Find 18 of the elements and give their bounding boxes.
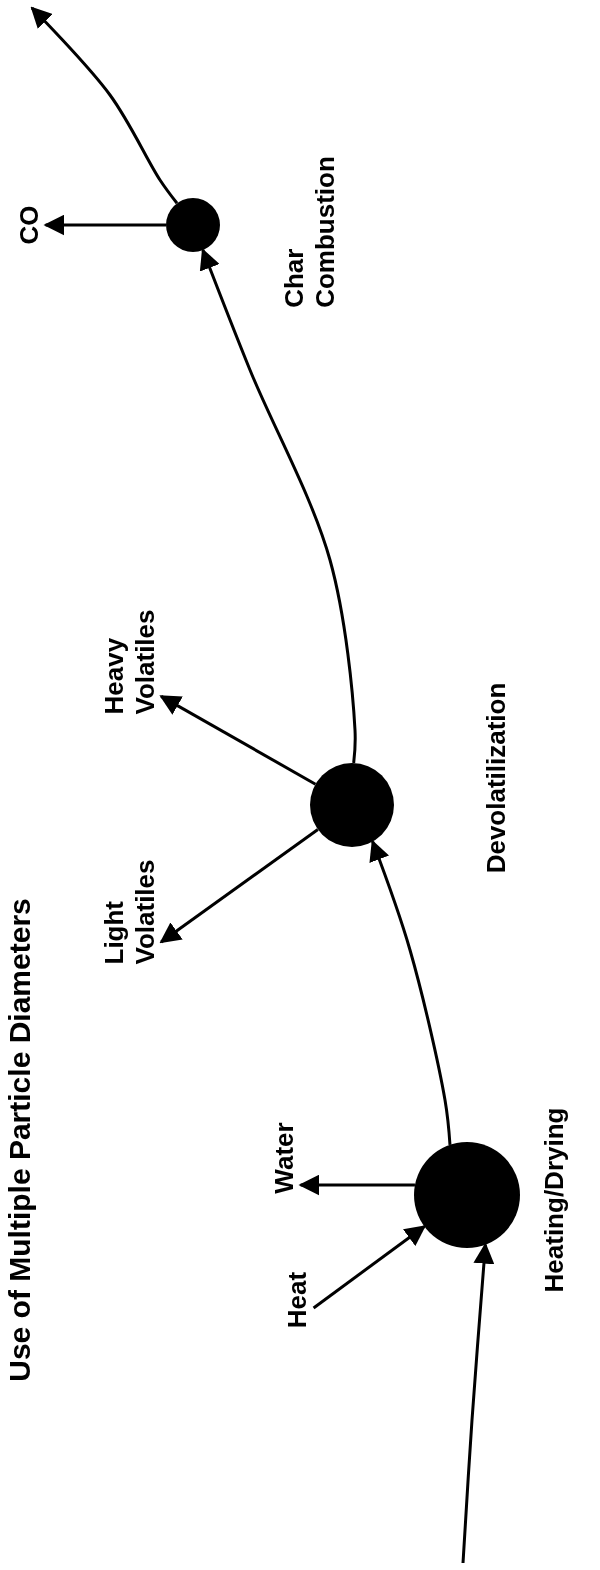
product-label: Heat <box>282 1271 314 1329</box>
arrow <box>312 1225 426 1310</box>
diagram-title: Use of Multiple Particle Diameters <box>2 898 37 1382</box>
arrow <box>159 695 317 786</box>
stage-label: Char Combustion <box>278 156 341 308</box>
arrow <box>199 248 357 764</box>
product-label: Water <box>269 1122 301 1194</box>
product-label: Heavy Volatiles <box>98 609 161 715</box>
arrow <box>461 1242 495 1564</box>
arrow <box>298 1174 415 1196</box>
arrow <box>369 839 452 1145</box>
product-label: CO <box>14 205 46 245</box>
stage-label: Devolatilization <box>481 682 513 874</box>
arrow <box>43 214 166 236</box>
product-label: Light Volatiles <box>98 859 161 965</box>
stage-label: Heating/Drying <box>539 1107 571 1293</box>
arrow <box>159 828 319 944</box>
arrow <box>30 6 179 205</box>
